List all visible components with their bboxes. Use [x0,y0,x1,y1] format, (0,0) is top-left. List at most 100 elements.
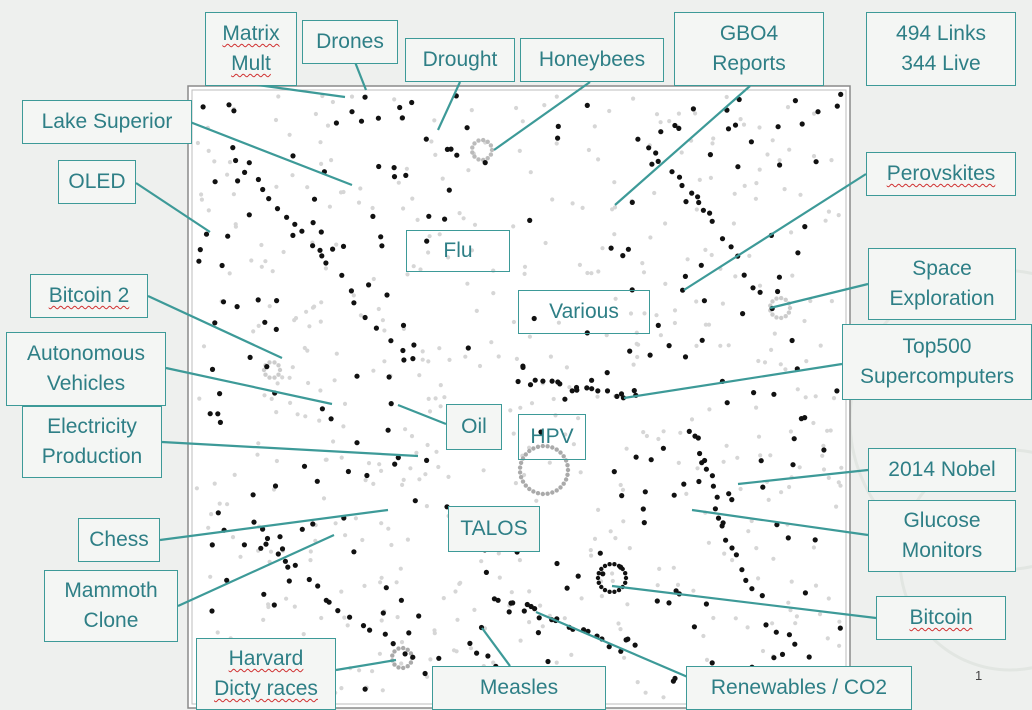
faint-node [676,111,682,116]
faint-node [592,536,598,542]
faint-node [206,208,211,213]
label-autonomous-vehicles: Autonomous Vehicles [6,332,166,406]
live-node [423,136,429,142]
cluster-node [523,452,528,457]
faint-node [358,313,363,318]
live-node [751,390,757,396]
faint-node [418,267,423,272]
live-node [378,234,384,240]
faint-node [446,255,451,260]
label-talos-text: TALOS [460,517,528,540]
faint-node [379,575,384,580]
live-node [299,526,305,532]
faint-node [356,200,362,205]
faint-node [389,542,394,548]
faint-node [624,446,629,451]
live-node [739,567,745,573]
leader-line-glucose-monitors [691,508,869,537]
live-node [792,98,799,104]
live-node [625,246,632,252]
live-node [681,481,687,487]
faint-node [663,221,668,226]
faint-node [230,535,236,540]
faint-node [571,442,577,447]
cluster-node [470,150,475,155]
cluster-node [531,446,536,451]
cluster-node [607,589,612,594]
live-node [506,609,512,615]
faint-node [420,357,425,362]
live-node [395,455,401,461]
faint-node [613,536,618,541]
live-node [203,231,210,237]
faint-node [753,196,759,201]
live-node [641,520,647,526]
live-node [649,161,655,167]
live-node [388,401,394,407]
faint-node [429,139,434,144]
faint-node [401,477,406,482]
live-node [392,461,398,467]
faint-node [377,651,382,656]
faint-node [231,192,236,197]
faint-node [400,482,405,487]
faint-node [758,453,763,458]
faint-node [349,94,355,99]
live-node [376,163,382,170]
live-node [339,272,345,278]
faint-node [497,575,502,580]
faint-node [323,457,328,462]
label-various: Various [518,290,650,334]
faint-node [290,173,295,178]
faint-node [522,264,528,269]
live-node [779,651,786,658]
live-node [724,400,730,406]
live-node [318,229,324,235]
faint-node [836,213,841,218]
faint-node [789,230,794,235]
label-flu: Flu [406,230,510,272]
faint-node [772,331,777,336]
faint-node [496,354,501,359]
faint-node [834,504,839,509]
live-node [483,569,489,576]
live-node [286,578,292,584]
cluster-node [401,665,406,671]
cluster-node [554,488,559,493]
faint-node [704,657,710,663]
live-node [604,370,610,376]
live-node [384,292,390,298]
live-node [723,537,729,543]
label-glucose-monitors-text: Glucose Monitors [901,509,983,562]
live-node [821,447,827,453]
faint-node [747,253,752,258]
cluster-node [612,562,617,567]
live-node [771,655,777,661]
live-node [743,577,749,584]
live-node [217,391,223,397]
faint-node [319,161,324,166]
faint-node [357,668,362,673]
faint-node [708,175,714,180]
live-node [690,106,697,112]
live-node [726,491,732,497]
faint-node [825,428,830,433]
live-node [255,176,261,183]
live-node [351,300,357,306]
live-node [315,583,321,589]
cluster-node [272,360,277,365]
live-node [515,378,521,385]
live-node [255,297,261,303]
live-node [246,160,252,166]
faint-node [563,432,568,437]
cluster-node [401,645,406,651]
cluster-node [565,472,570,477]
faint-node [379,521,384,526]
live-node [719,236,726,242]
faint-node [754,181,759,186]
faint-node [333,521,338,526]
live-node [402,651,408,657]
faint-node [829,158,834,163]
faint-node [382,359,387,364]
faint-node [672,308,678,313]
